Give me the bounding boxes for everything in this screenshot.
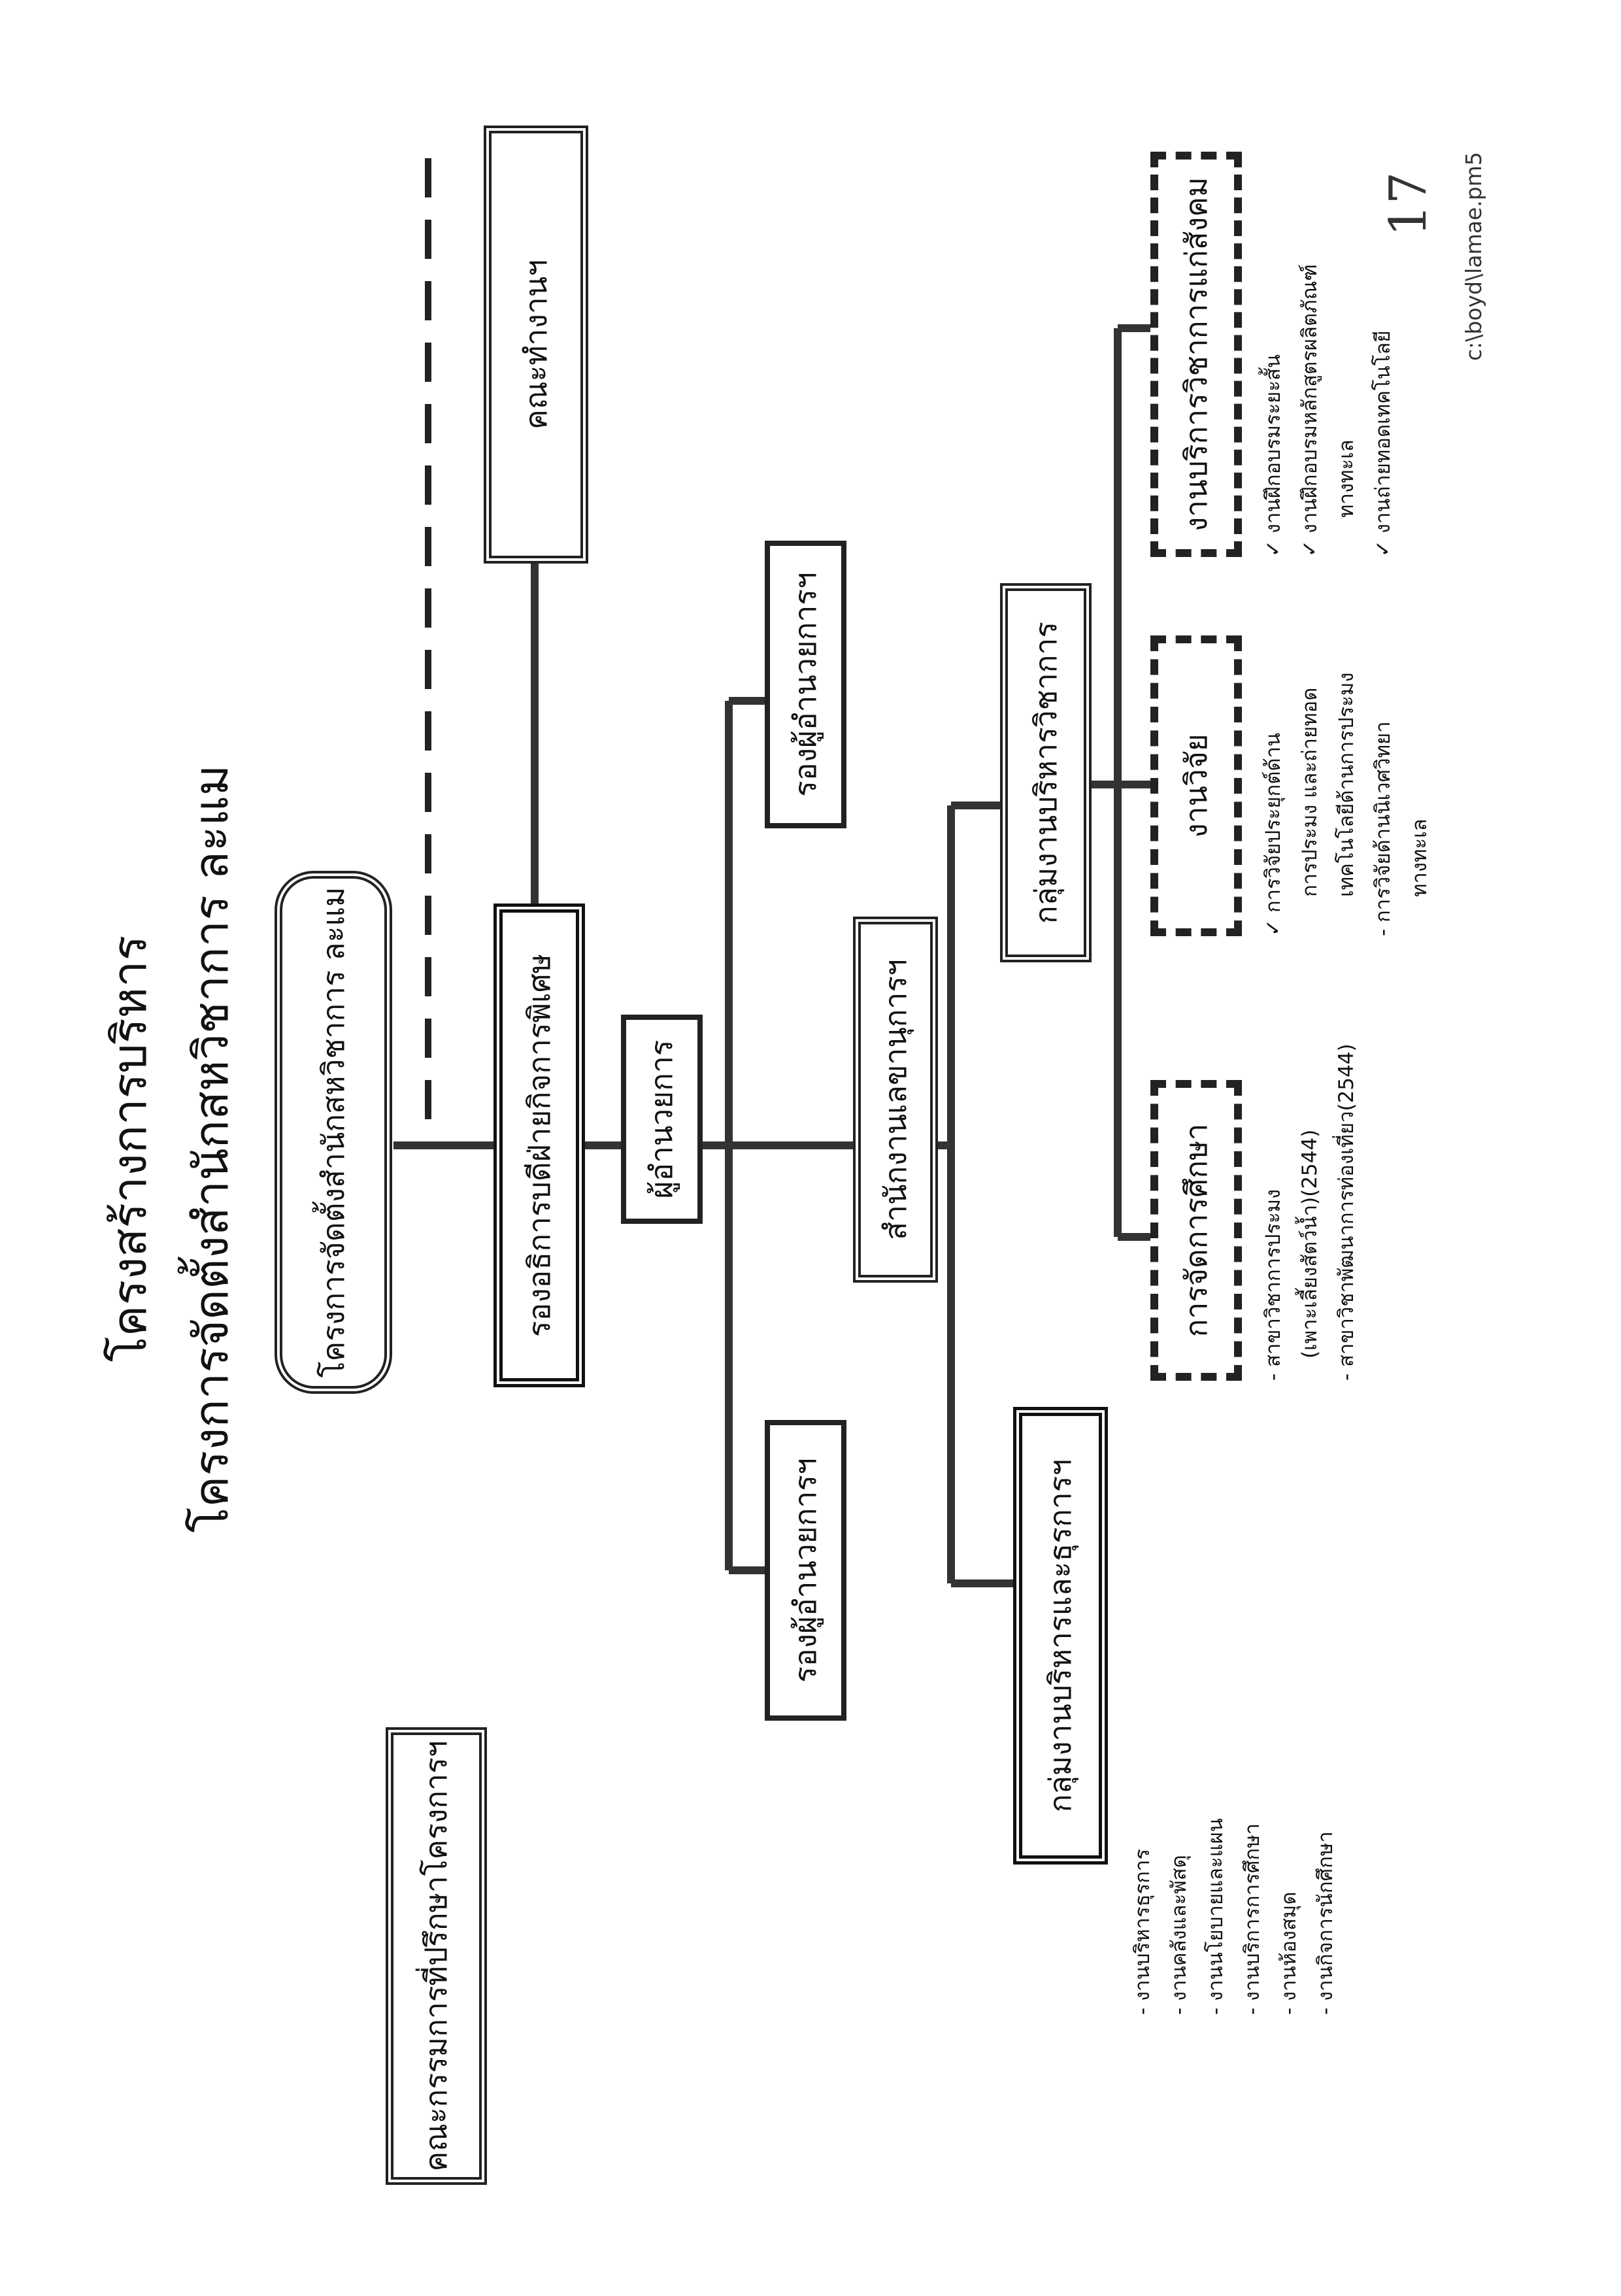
- admin-task-item: - งานกิจการนักศึกษา: [1314, 1831, 1337, 2015]
- research-task-item: ✓ การวิจัยประยุกต์ด้าน: [1262, 732, 1285, 936]
- education-task-list: - สาขาวิชาการประมง (เพาะเลี้ยงสัตว์น้ำ)(…: [1255, 1043, 1365, 1381]
- working-committee-label: คณะทำงานฯ: [518, 260, 554, 430]
- working-committee-box: คณะทำงานฯ: [484, 126, 588, 564]
- deputy-director-box-2: รองผู้อำนวยการฯ: [765, 541, 846, 828]
- service-task-list: ✓ งานฝึกอบรมระยะสั้น ✓ งานฝึกอบรมหลักสูต…: [1255, 264, 1401, 557]
- footer-file-path: c:\boyd\lamae.pm5: [1461, 152, 1486, 361]
- service-task-item: ทางทะเล: [1335, 439, 1358, 518]
- service-box: งานบริการวิชาการแก่สังคม: [1150, 152, 1242, 557]
- research-task-list: ✓ การวิจัยประยุกต์ด้าน การประมง และถ่ายท…: [1255, 672, 1438, 936]
- admin-task-item: - งานคลังและพัสดุ: [1167, 1855, 1191, 2015]
- director-label: ผู้อำนวยการ: [644, 1039, 679, 1199]
- secretary-office-box: สำนักงานเลขานุการฯ: [853, 917, 938, 1283]
- education-task-item: - สาขาวิชาการประมง: [1262, 1189, 1285, 1381]
- research-task-item: การประมง และถ่ายทอด: [1298, 687, 1322, 897]
- project-label: โครงการจัดตั้งสำนักสหวิชาการ ละแม: [315, 886, 351, 1378]
- service-task-item: ✓ งานถ่ายทอดเทคโนโลยี: [1371, 330, 1395, 557]
- deputy-director-box-1: รองผู้อำนวยการฯ: [765, 1420, 846, 1721]
- admin-task-item: - งานห้องสมุด: [1277, 1891, 1301, 2015]
- research-task-item: ทางทะเล: [1408, 819, 1431, 897]
- director-box: ผู้อำนวยการ: [621, 1015, 703, 1224]
- admin-task-list: - งานบริหารธุรการ - งานคลังและพัสดุ - งา…: [1124, 1818, 1344, 2015]
- education-task-item: - สาขาวิชาพัฒนาการท่องเที่ยว(2544): [1335, 1043, 1358, 1381]
- research-box: งานวิจัย: [1150, 635, 1242, 936]
- advisory-committee-label: คณะกรรมการที่ปรึกษาโครงการฯ: [418, 1740, 454, 2172]
- academic-group-label: กลุ่มงานบริหารวิชาการ: [1028, 621, 1063, 924]
- chart-title-line1: โครงสร้างการบริหาร: [102, 935, 157, 1362]
- research-task-item: เทคโนโลยีด้านการประมง: [1335, 672, 1358, 897]
- deputy-director-label-1: รองผู้อำนวยการฯ: [788, 1458, 823, 1683]
- project-box: โครงการจัดตั้งสำนักสหวิชาการ ละแม: [275, 871, 392, 1394]
- chart-title-line2: โครงการจัดตั้งสำนักสหวิชาการ ละแม: [184, 764, 239, 1533]
- research-task-item: - การวิจัยด้านนิเวศวิทยา: [1371, 721, 1395, 936]
- admin-group-box: กลุ่มงานบริหารและธุรการฯ: [1013, 1407, 1108, 1865]
- admin-task-item: - งานบริหารธุรการ: [1131, 1849, 1154, 2015]
- academic-group-box: กลุ่มงานบริหารวิชาการ: [1000, 583, 1092, 962]
- admin-task-item: - งานนโยบายและแผน: [1204, 1818, 1228, 2015]
- handwritten-page-number: 17: [1379, 171, 1438, 237]
- secretary-office-label: สำนักงานเลขานุการฯ: [877, 959, 913, 1240]
- education-label: การจัดการศึกษา: [1178, 1123, 1214, 1338]
- vice-president-label: รองอธิการบดีฝ่ายกิจการพิเศษ: [521, 953, 557, 1338]
- service-task-item: ✓ งานฝึกอบรมหลักสูตรผลิตภัณฑ์: [1298, 263, 1322, 557]
- advisory-committee-box: คณะกรรมการที่ปรึกษาโครงการฯ: [386, 1727, 487, 2185]
- admin-task-item: - งานบริการการศึกษา: [1241, 1823, 1264, 2015]
- vice-president-box: รองอธิการบดีฝ่ายกิจการพิเศษ: [493, 903, 585, 1387]
- admin-group-label: กลุ่มงานบริหารและธุรการฯ: [1043, 1459, 1078, 1813]
- service-label: งานบริการวิชาการแก่สังคม: [1178, 177, 1214, 532]
- service-task-item: ✓ งานฝึกอบรมระยะสั้น: [1262, 354, 1285, 557]
- education-box: การจัดการศึกษา: [1150, 1080, 1242, 1381]
- research-label: งานวิจัย: [1178, 734, 1214, 838]
- deputy-director-label-2: รองผู้อำนวยการฯ: [788, 572, 823, 797]
- education-task-item: (เพาะเลี้ยงสัตว์น้ำ)(2544): [1298, 1129, 1322, 1359]
